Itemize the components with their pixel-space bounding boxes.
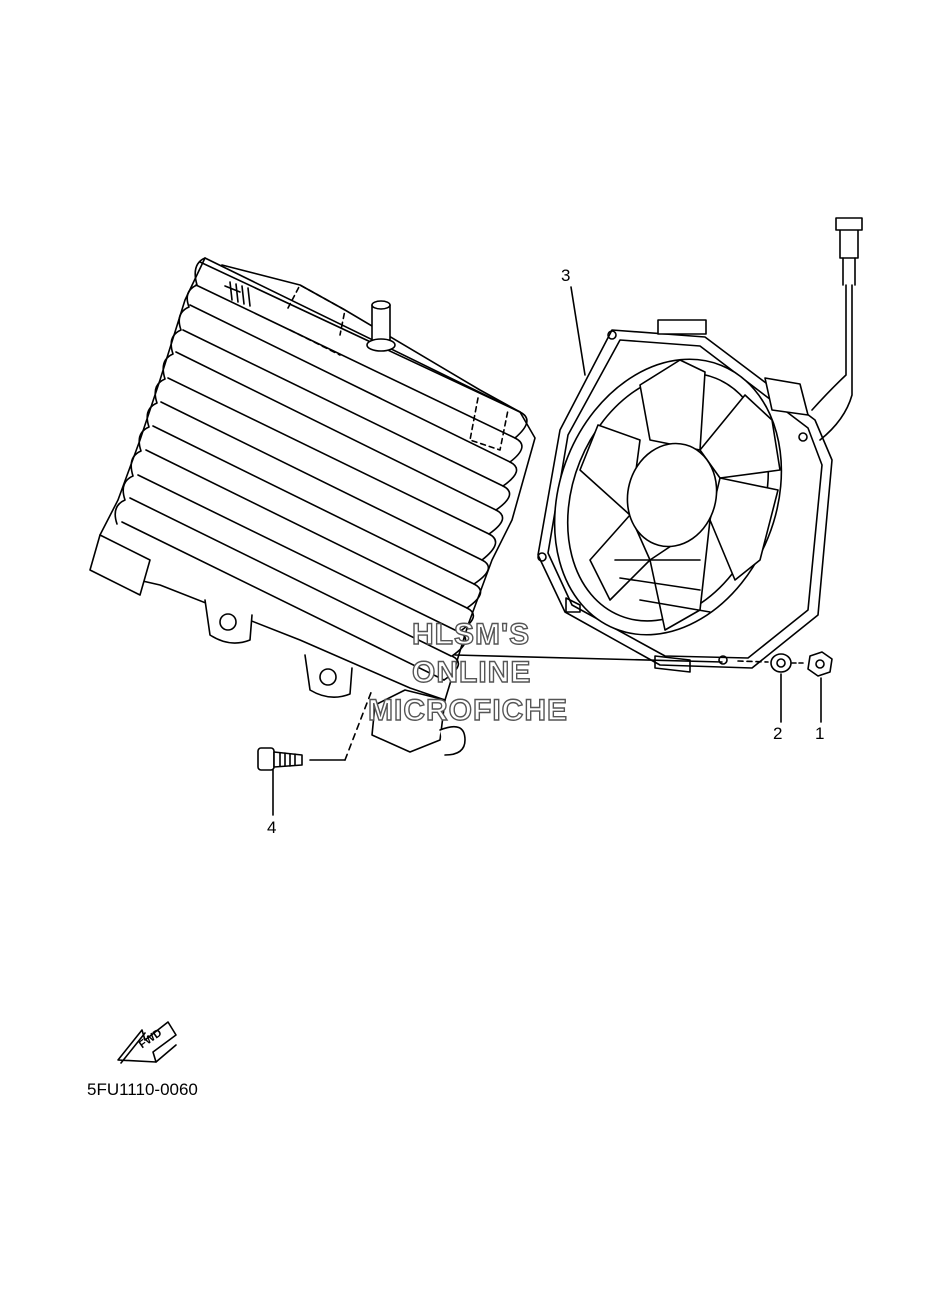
watermark-line-2: ONLINE [411, 656, 532, 689]
diagram-part-number: 5FU1110-0060 [87, 1080, 198, 1099]
watermark-line-3: MICROFICHE [367, 694, 568, 727]
fan-assembly [454, 217, 863, 673]
fwd-arrow-icon [117, 1021, 177, 1064]
watermark-line-1: HLSM'S [411, 618, 531, 651]
washer-part-2 [737, 653, 792, 673]
radiator-core [89, 257, 536, 761]
bolt-part-4 [257, 747, 346, 771]
nut-part-1 [791, 651, 833, 677]
callout-4: 4 [267, 818, 277, 837]
leader-line-3 [570, 286, 586, 376]
callout-3: 3 [561, 266, 571, 285]
callout-1: 1 [815, 724, 825, 743]
callout-2: 2 [773, 724, 783, 743]
